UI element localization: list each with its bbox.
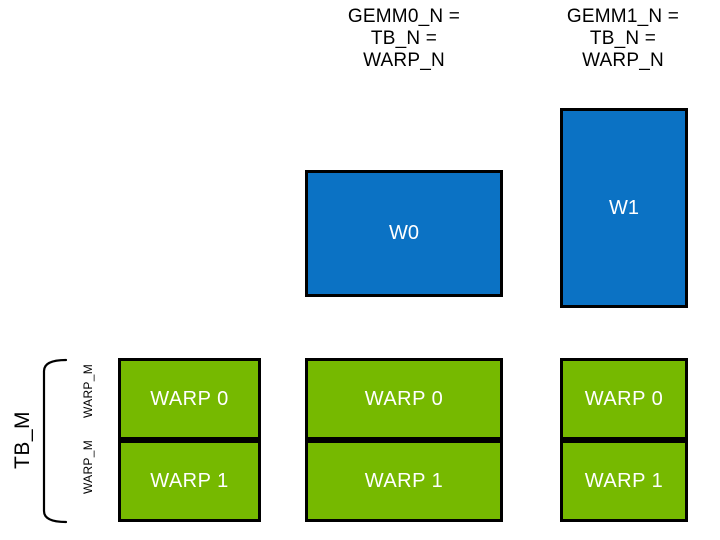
warp-grid-column-right: WARP 0 WARP 1 bbox=[560, 358, 688, 522]
gemm0-header-line2: TB_N = bbox=[370, 28, 438, 49]
warp-cell: WARP 0 bbox=[118, 358, 261, 440]
gemm1-column-header: GEMM1_N = TB_N = WARP_N bbox=[518, 6, 720, 72]
gemm1-header-line2: TB_N = bbox=[589, 28, 657, 49]
tb-m-label: TB_M bbox=[11, 410, 34, 470]
warp-cell-label: WARP 0 bbox=[150, 387, 229, 410]
warp-cell-label: WARP 1 bbox=[150, 469, 229, 492]
warp-tile-w1-label: W1 bbox=[609, 196, 639, 219]
warp-tile-w1: W1 bbox=[560, 108, 688, 308]
warp-cell-label: WARP 1 bbox=[584, 469, 664, 492]
tb-m-bracket bbox=[42, 358, 68, 524]
warp-m-label-top: WARP_M bbox=[81, 363, 95, 419]
warp-cell: WARP 1 bbox=[560, 440, 688, 522]
warp-cell: WARP 1 bbox=[118, 440, 261, 522]
gemm1-header-line3: WARP_N bbox=[582, 50, 664, 71]
gemm0-header-line1: GEMM0_N = bbox=[347, 6, 461, 27]
warp-cell: WARP 1 bbox=[305, 440, 503, 522]
warp-tile-w0-label: W0 bbox=[389, 222, 419, 244]
warp-cell-label: WARP 0 bbox=[584, 387, 664, 410]
warp-m-label-bottom: WARP_M bbox=[81, 439, 95, 495]
warp-cell: WARP 0 bbox=[560, 358, 688, 440]
gemm0-header-line3: WARP_N bbox=[363, 50, 445, 71]
gemm1-header-line1: GEMM1_N = bbox=[566, 6, 680, 27]
warp-tile-w0: W0 bbox=[305, 170, 503, 297]
warp-cell-label: WARP 1 bbox=[364, 469, 444, 492]
gemm0-column-header: GEMM0_N = TB_N = WARP_N bbox=[299, 6, 509, 72]
warp-cell: WARP 0 bbox=[305, 358, 503, 440]
warp-grid-column-middle: WARP 0 WARP 1 bbox=[305, 358, 503, 522]
warp-cell-label: WARP 0 bbox=[364, 387, 444, 410]
warp-grid-column-left: WARP 0 WARP 1 bbox=[118, 358, 261, 522]
